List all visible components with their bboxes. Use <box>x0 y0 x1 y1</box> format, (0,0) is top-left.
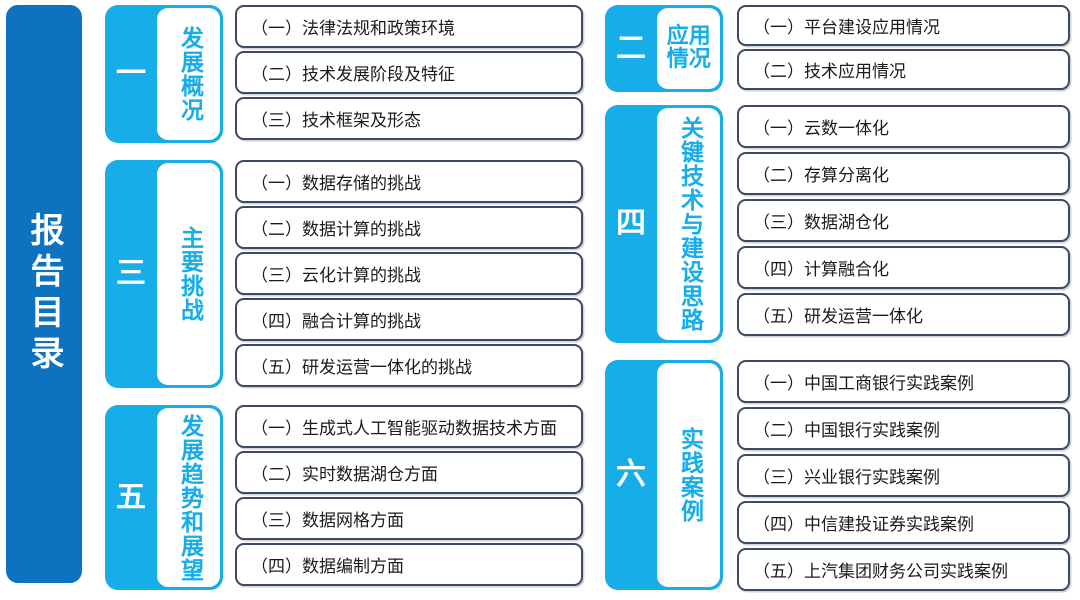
toc-item[interactable]: （二）存算分离化 <box>737 152 1070 195</box>
section-title: 关键技术与建设思路 <box>676 116 703 332</box>
section-title-plate: 发展概况 <box>157 8 220 140</box>
section-title: 应用情况 <box>666 24 711 72</box>
toc-item[interactable]: （三）技术框架及形态 <box>235 97 583 140</box>
toc-item[interactable]: （二）中国银行实践案例 <box>737 407 1070 450</box>
section-title-plate: 主要挑战 <box>157 163 220 385</box>
toc-item[interactable]: （五）研发运营一体化 <box>737 293 1070 336</box>
page-title: 报告目录 <box>24 212 64 376</box>
section-number: 二 <box>615 30 646 66</box>
toc-item[interactable]: （五）研发运营一体化的挑战 <box>235 344 583 387</box>
section-title: 发展概况 <box>176 26 203 122</box>
toc-item[interactable]: （二）数据计算的挑战 <box>235 206 583 249</box>
report-toc-panel: 报告目录 <box>6 5 82 583</box>
toc-item[interactable]: （二）实时数据湖仓方面 <box>235 451 583 494</box>
toc-item[interactable]: （二）技术发展阶段及特征 <box>235 51 583 94</box>
toc-item[interactable]: （四）中信建投证券实践案例 <box>737 501 1070 544</box>
toc-item[interactable]: （四）融合计算的挑战 <box>235 298 583 341</box>
toc-item[interactable]: （一）法律法规和政策环境 <box>235 5 583 48</box>
toc-item[interactable]: （三）数据湖仓化 <box>737 199 1070 242</box>
section-title-plate: 应用情况 <box>657 8 720 89</box>
section-block-1[interactable]: 三 主要挑战 <box>105 160 223 388</box>
toc-item[interactable]: （三）兴业银行实践案例 <box>737 454 1070 497</box>
toc-item[interactable]: （二）技术应用情况 <box>737 49 1070 90</box>
toc-item[interactable]: （五）上汽集团财务公司实践案例 <box>737 548 1070 591</box>
section-block-4[interactable]: 四 关键技术与建设思路 <box>605 105 723 343</box>
toc-item[interactable]: （三）云化计算的挑战 <box>235 252 583 295</box>
toc-item[interactable]: （一）生成式人工智能驱动数据技术方面 <box>235 405 583 448</box>
section-block-5[interactable]: 六 实践案例 <box>605 360 723 590</box>
section-title: 主要挑战 <box>176 226 203 322</box>
section-number: 四 <box>615 206 646 241</box>
toc-item[interactable]: （四）计算融合化 <box>737 246 1070 289</box>
section-number: 六 <box>615 457 646 492</box>
section-number: 一 <box>115 56 146 91</box>
section-title-plate: 实践案例 <box>657 363 720 587</box>
section-title: 发展趋势和展望 <box>176 413 203 582</box>
toc-item[interactable]: （一）数据存储的挑战 <box>235 160 583 203</box>
toc-item[interactable]: （一）中国工商银行实践案例 <box>737 360 1070 403</box>
section-block-3[interactable]: 二应用情况 <box>605 5 723 92</box>
section-title-plate: 发展趋势和展望 <box>157 408 220 587</box>
section-number: 五 <box>115 479 146 515</box>
section-block-2[interactable]: 五 发展趋势和展望 <box>105 405 223 590</box>
toc-item[interactable]: （三）数据网格方面 <box>235 497 583 540</box>
toc-item[interactable]: （一）云数一体化 <box>737 105 1070 148</box>
section-block-0[interactable]: 一 发展概况 <box>105 5 223 143</box>
toc-item[interactable]: （四）数据编制方面 <box>235 543 583 586</box>
section-title-plate: 关键技术与建设思路 <box>657 108 720 340</box>
section-title: 实践案例 <box>676 427 703 523</box>
section-number: 三 <box>115 256 146 291</box>
toc-item[interactable]: （一）平台建设应用情况 <box>737 5 1070 46</box>
